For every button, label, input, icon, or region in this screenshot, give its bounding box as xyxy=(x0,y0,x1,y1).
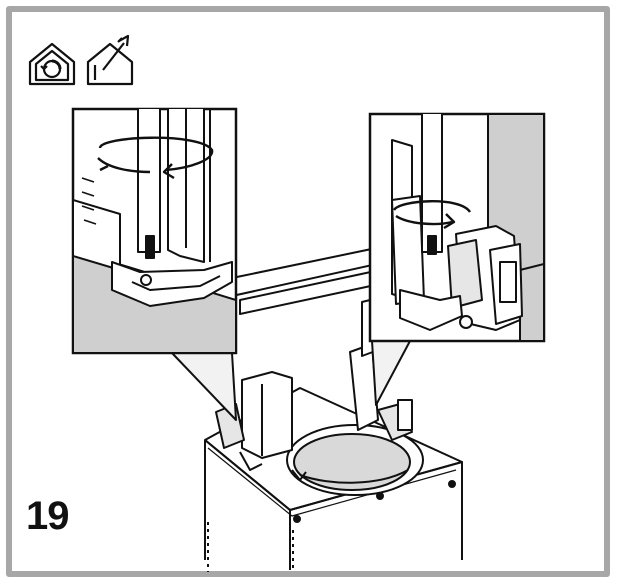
ducted-mode-icon xyxy=(86,34,134,86)
callout-left xyxy=(171,352,237,421)
detail-inset-left xyxy=(71,107,238,355)
wall-dotted-lines xyxy=(207,522,294,572)
motor-ring xyxy=(286,424,424,496)
detail-inset-right xyxy=(368,112,546,343)
recirculation-mode-icon xyxy=(28,42,76,86)
left-bracket xyxy=(215,371,293,471)
step-number: 19 xyxy=(26,494,69,538)
callout-right xyxy=(371,340,411,406)
